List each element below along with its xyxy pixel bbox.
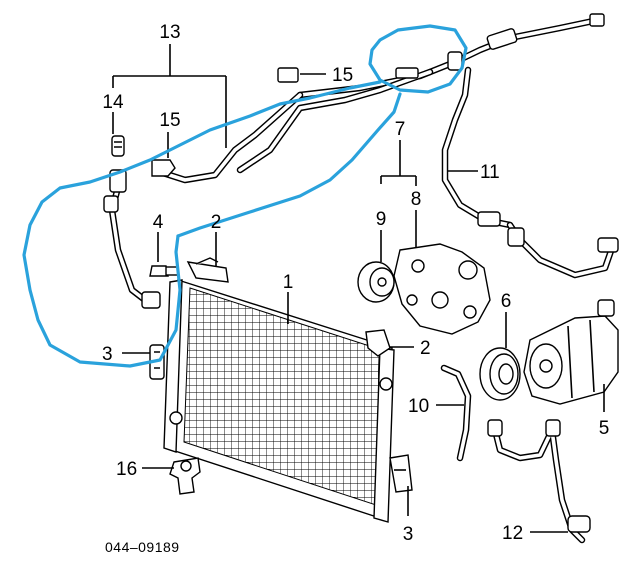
bracket-2-right [365, 329, 391, 357]
hose-12 [487, 419, 591, 544]
callout-3-left: 3 [102, 344, 113, 365]
compressor-bracket-8 [393, 243, 491, 335]
callout-7: 7 [395, 119, 406, 140]
belt-10 [440, 364, 472, 462]
callout-15-upper: 15 [332, 65, 353, 86]
callout-10: 10 [408, 396, 429, 417]
bracket-3-right [389, 454, 413, 493]
callout-1: 1 [283, 272, 294, 293]
bolt-4 [149, 265, 179, 277]
bracket-2-upper [186, 257, 229, 283]
clutch-6 [479, 347, 521, 401]
diagram-part-number: 044–09189 [105, 539, 180, 555]
hose-11 [441, 66, 619, 279]
callout-11: 11 [480, 162, 500, 183]
condenser [163, 279, 395, 523]
hose-assembly-13 [103, 13, 605, 309]
receiver-16 [169, 457, 201, 495]
pulley-9 [357, 261, 395, 303]
callout-6: 6 [501, 291, 512, 312]
callout-2-right: 2 [420, 338, 431, 359]
callout-5: 5 [599, 418, 610, 439]
callout-3-right: 3 [403, 524, 414, 545]
callout-12: 12 [502, 523, 523, 544]
compressor-5 [523, 299, 619, 405]
callout-9: 9 [376, 209, 387, 230]
callout-16: 16 [116, 459, 137, 480]
callout-2-upper: 2 [211, 212, 222, 233]
leader-lines [112, 44, 605, 533]
blue-annotation [22, 24, 468, 368]
callout-13: 13 [159, 22, 180, 43]
callouts: 13 14 15 15 7 8 9 11 4 2 1 2 3 6 5 10 16… [102, 22, 609, 555]
callout-4: 4 [153, 212, 164, 233]
callout-15-lower: 15 [159, 110, 180, 131]
callout-14: 14 [102, 92, 124, 113]
callout-8: 8 [411, 189, 422, 210]
